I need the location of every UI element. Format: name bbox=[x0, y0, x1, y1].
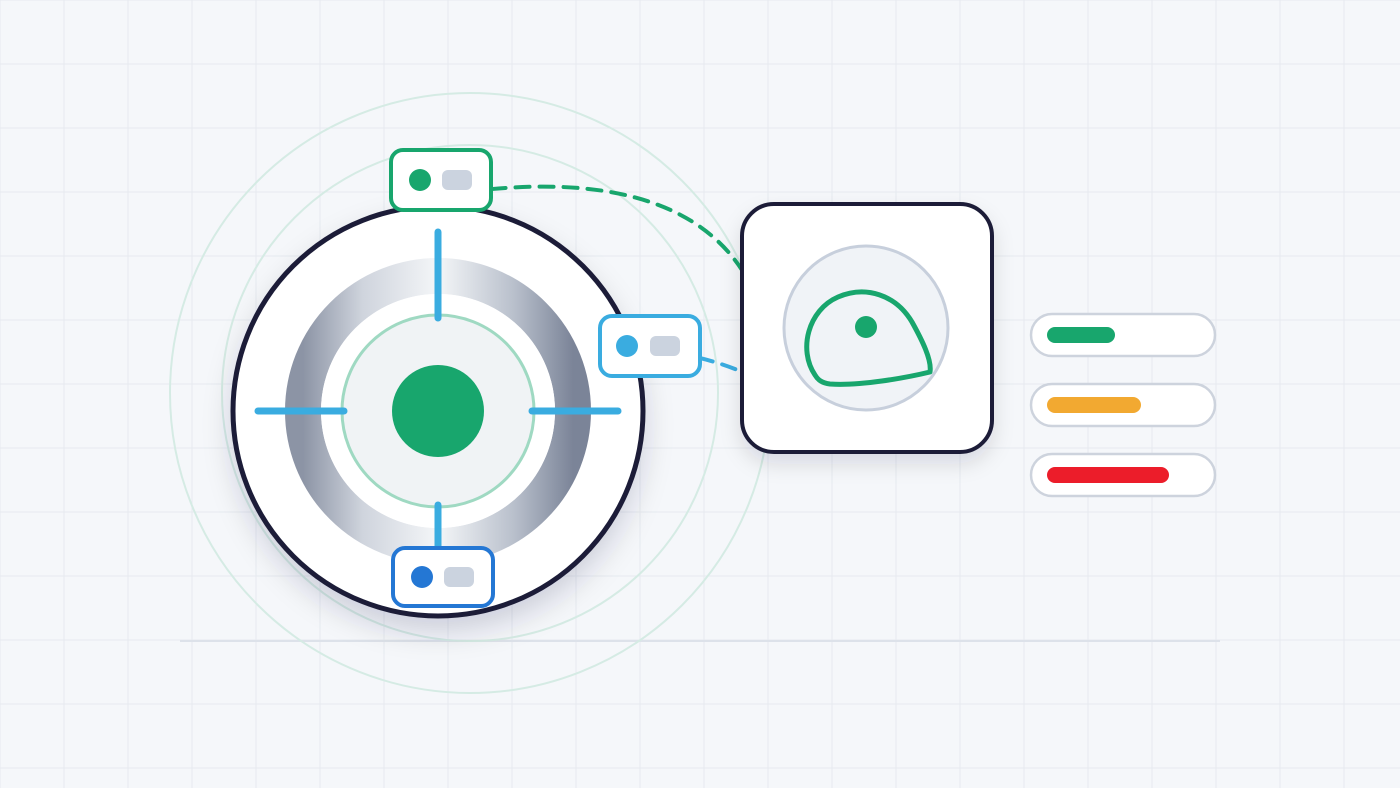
status-pill-red bbox=[1029, 452, 1217, 498]
status-list bbox=[1029, 312, 1217, 498]
toggle-node-top[interactable] bbox=[389, 148, 493, 212]
map-region-pin-icon bbox=[804, 289, 933, 387]
halo-ring-inner bbox=[221, 144, 719, 642]
node-indicator-dot bbox=[616, 335, 638, 357]
toggle-switch-icon bbox=[389, 148, 493, 212]
crosshair-ticks bbox=[254, 228, 622, 556]
status-bar-green bbox=[1047, 327, 1115, 343]
toggle-node-bottom[interactable] bbox=[391, 546, 495, 608]
status-pill-frame bbox=[1029, 312, 1217, 358]
node-indicator-dot bbox=[409, 169, 431, 191]
map-region-outline bbox=[804, 289, 933, 387]
status-bar-amber bbox=[1047, 397, 1141, 413]
node-indicator-dot bbox=[411, 566, 433, 588]
toggle-node-right[interactable] bbox=[598, 314, 702, 378]
node-switch-knob bbox=[442, 170, 472, 190]
node-switch-knob bbox=[444, 567, 474, 587]
status-bar-red bbox=[1047, 467, 1169, 483]
dial-center-dot bbox=[392, 365, 484, 457]
node-switch-knob bbox=[650, 336, 680, 356]
map-pin-dot bbox=[855, 316, 877, 338]
status-pill-amber bbox=[1029, 382, 1217, 428]
status-pill-green bbox=[1029, 312, 1217, 358]
toggle-switch-icon bbox=[391, 546, 495, 608]
